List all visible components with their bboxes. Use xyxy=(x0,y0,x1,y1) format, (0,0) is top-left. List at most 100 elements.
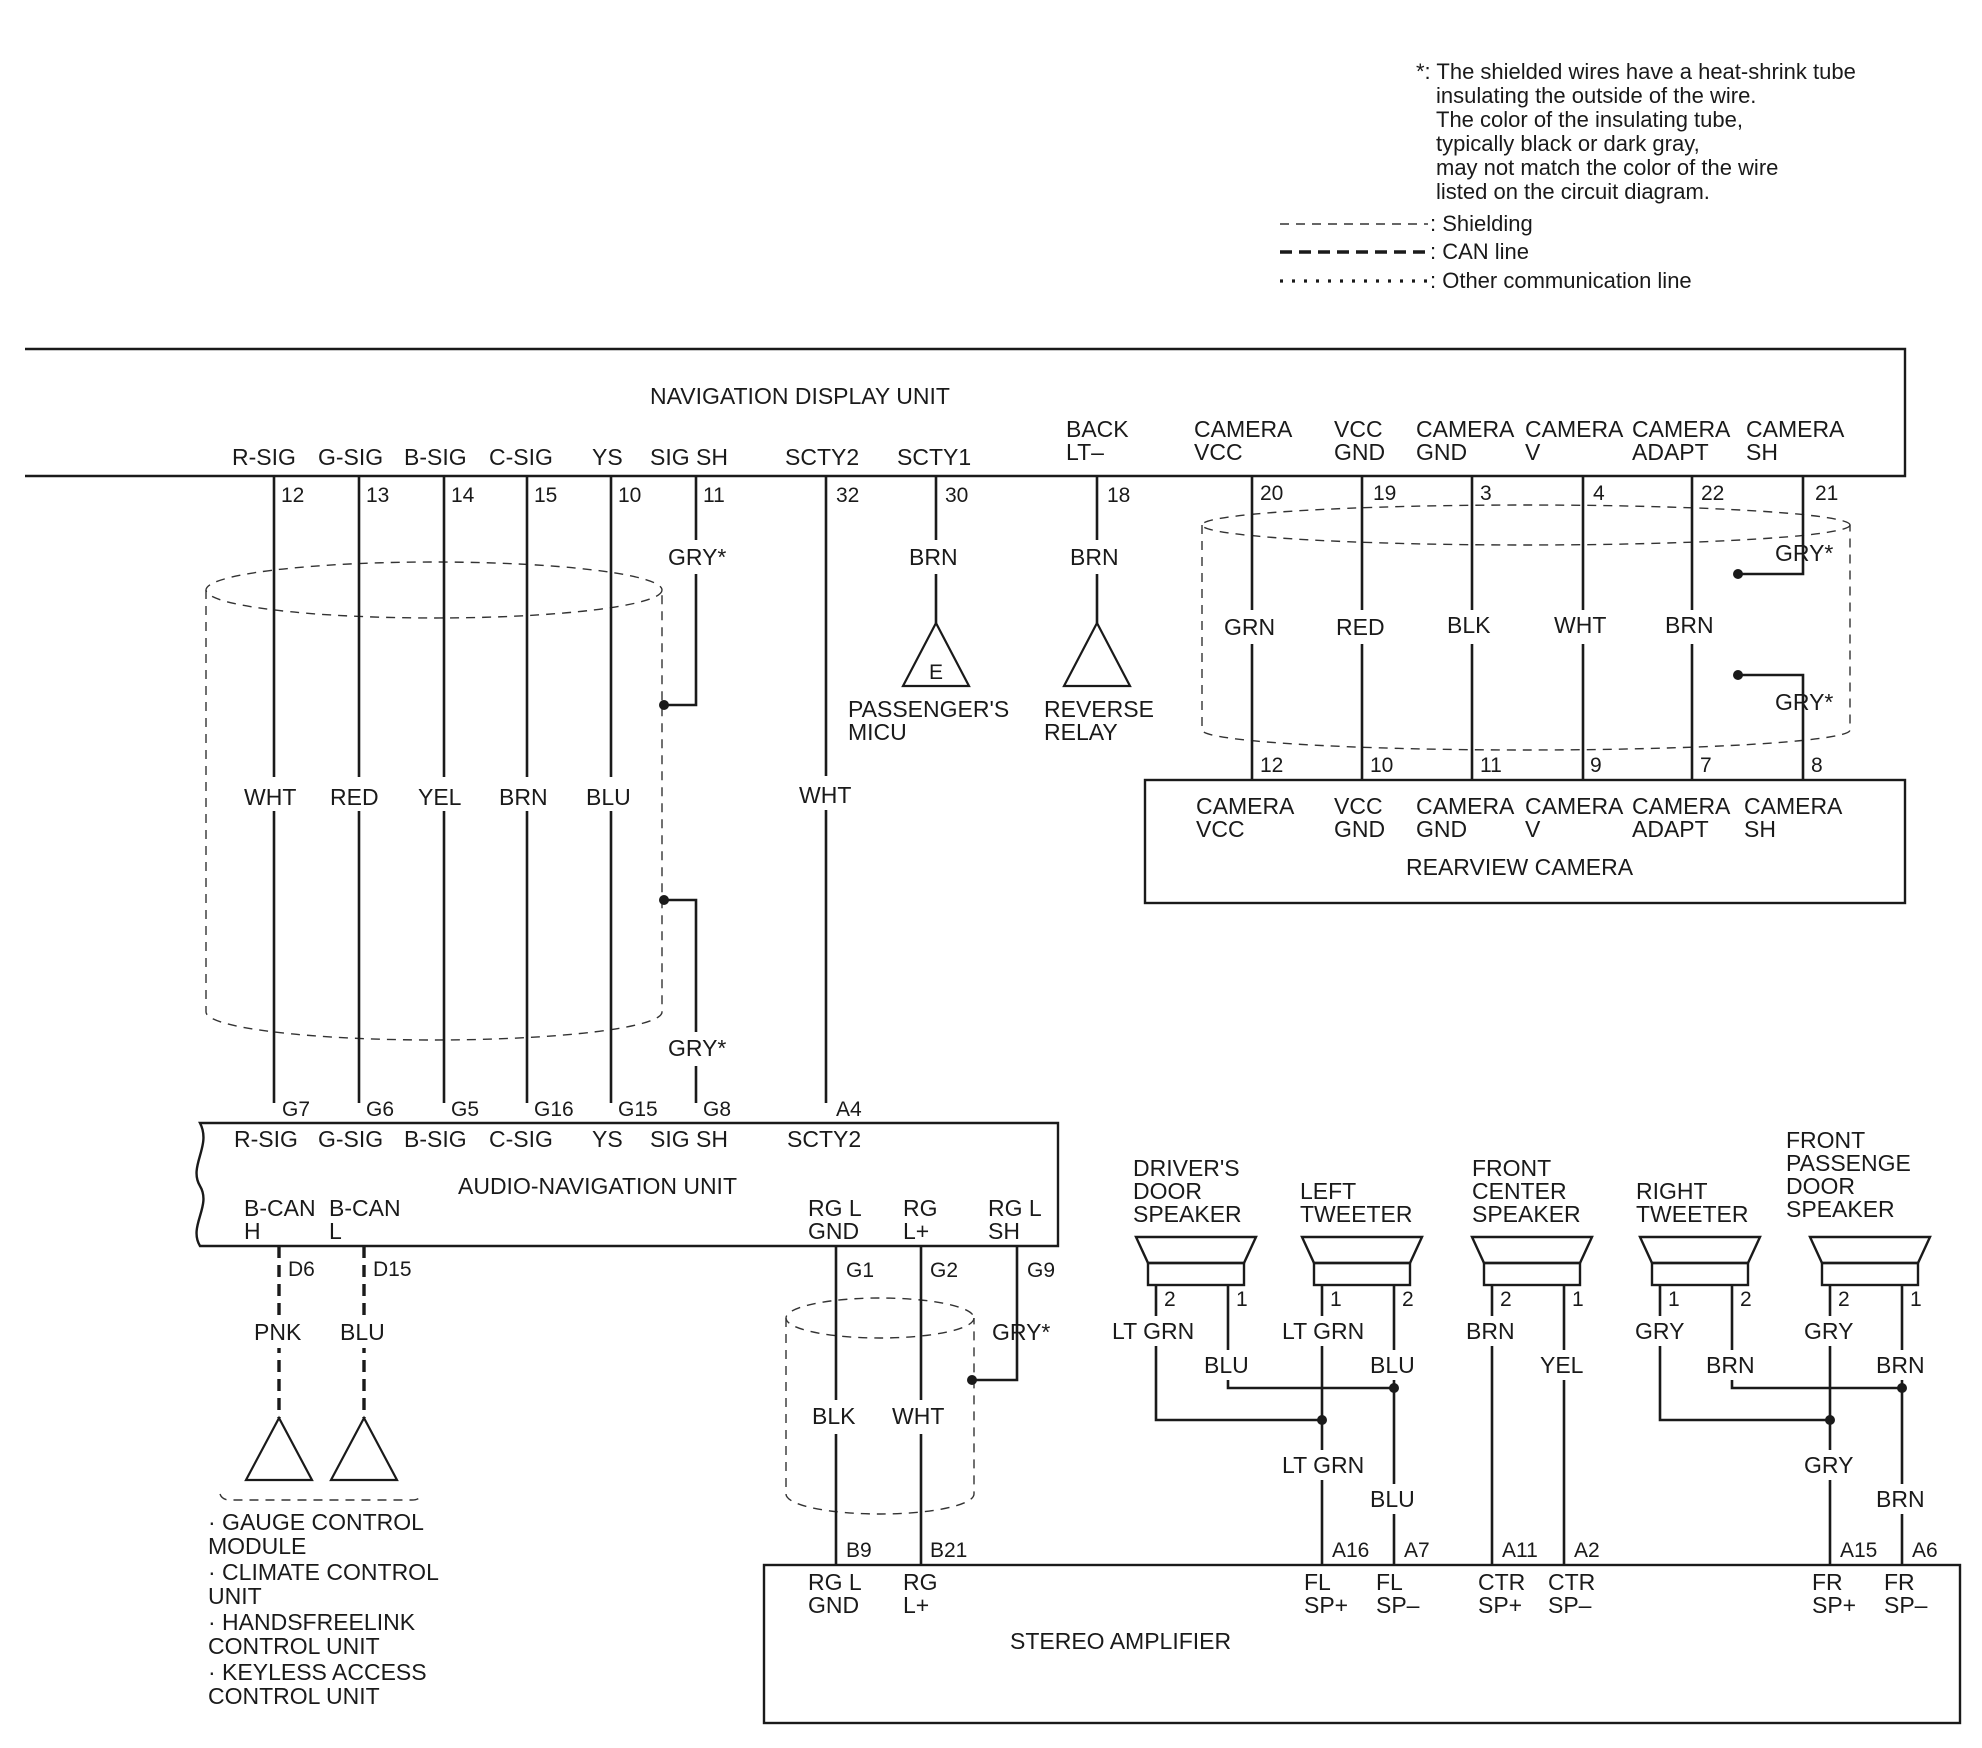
rgl-label: GND xyxy=(808,1218,859,1244)
nav-pin-number: 10 xyxy=(618,484,641,507)
speaker-label: DOOR xyxy=(1786,1173,1855,1199)
amp-pin-number: B9 xyxy=(846,1539,872,1562)
module-list-item: UNIT xyxy=(208,1583,262,1609)
rgl-shield-body xyxy=(785,1318,975,1515)
legend-note-line: *: The shielded wires have a heat-shrink… xyxy=(1416,59,1856,84)
rgl-pin-number: G9 xyxy=(1027,1259,1055,1282)
label-bg xyxy=(810,1400,866,1434)
camera-pin-number: 7 xyxy=(1700,754,1712,777)
nav-pin-number: 14 xyxy=(451,484,475,507)
speaker-label: DOOR xyxy=(1133,1178,1202,1204)
speaker-symbol xyxy=(1470,1235,1594,1265)
splice xyxy=(1825,1415,1835,1425)
security-and-backlight-wires: WHT BRN E PASSENGER'S MICU BRN REVERSE R… xyxy=(796,476,1154,1103)
label-bg xyxy=(1662,610,1724,644)
speaker-label: DRIVER'S xyxy=(1133,1155,1240,1181)
audio-nav-pin-number: G8 xyxy=(703,1098,731,1121)
wire-driver-minus xyxy=(1226,1285,1394,1390)
camera-terminal-label: CAMERA xyxy=(1416,793,1515,819)
shield-body xyxy=(205,590,663,1041)
nav-terminal-label: SIG SH xyxy=(650,444,728,470)
bcan-label: B-CAN xyxy=(244,1195,316,1221)
wire-color-label: BRN xyxy=(1070,544,1119,570)
label-bg xyxy=(1536,1350,1592,1380)
camera-pin-number: 8 xyxy=(1811,754,1823,777)
speaker-symbol xyxy=(1146,1261,1246,1287)
wire-sig-sh-upper xyxy=(664,476,698,707)
rearview-camera-title: REARVIEW CAMERA xyxy=(1406,854,1634,880)
nav-terminal-label: GND xyxy=(1416,439,1467,465)
camera-harness: GRN RED BLK WHT BRN GRY* GRY* xyxy=(1201,476,1851,780)
amp-pin-number: A6 xyxy=(1912,1539,1938,1562)
speaker-label: CENTER xyxy=(1472,1178,1567,1204)
label-bg xyxy=(1874,1350,1930,1380)
nav-terminal-label: CAMERA xyxy=(1746,416,1845,442)
speaker-label: PASSENGE xyxy=(1786,1150,1911,1176)
rearview-camera: 12 10 11 9 7 8 CAMERA VCC VCC GND CAMERA… xyxy=(1143,754,1907,905)
rgl-label: RG L xyxy=(808,1195,862,1221)
wire-color-label: GRY xyxy=(1635,1318,1684,1344)
shield-tap xyxy=(659,895,669,905)
label-bg xyxy=(251,1316,307,1348)
relay-symbol xyxy=(1062,620,1132,688)
legend-note: *: The shielded wires have a heat-shrink… xyxy=(1416,59,1856,204)
splice xyxy=(1389,1383,1399,1393)
wire-color-label: BRN xyxy=(909,544,958,570)
audio-nav-terminal-label: SIG SH xyxy=(650,1126,728,1152)
camera-terminal-label: V xyxy=(1525,816,1541,842)
nav-terminal-label: CAMERA xyxy=(1416,416,1515,442)
speaker-symbol xyxy=(1638,1235,1762,1265)
label-bg xyxy=(583,777,639,811)
wire-color-label: BRN xyxy=(1876,1352,1925,1378)
camera-terminal-label: SH xyxy=(1744,816,1776,842)
speaker-pin: 2 xyxy=(1838,1288,1850,1311)
camera-terminal-label: ADAPT xyxy=(1632,816,1709,842)
label-bg xyxy=(1632,1316,1688,1346)
wire-color-label: LT GRN xyxy=(1112,1318,1194,1344)
camera-pin-number: 10 xyxy=(1370,754,1393,777)
legend-shielding-label: : Shielding xyxy=(1430,211,1533,236)
label-bg xyxy=(1874,1484,1930,1514)
audio-nav-pin-number: A4 xyxy=(836,1098,862,1121)
nav-terminal-label: GND xyxy=(1334,439,1385,465)
audio-nav-terminal-label: YS xyxy=(592,1126,623,1152)
nav-pin-number: 20 xyxy=(1260,482,1283,505)
module-list-item: · HANDSFREELINK xyxy=(208,1609,416,1635)
wire-color-label: BRN xyxy=(1876,1486,1925,1512)
wire-color-label: RED xyxy=(1336,614,1385,640)
bcan-label: L xyxy=(329,1218,342,1244)
audio-nav-terminal-label: B-SIG xyxy=(404,1126,467,1152)
passenger-micu-label: PASSENGER'S xyxy=(848,696,1009,722)
amp-pin-number: A16 xyxy=(1332,1539,1369,1562)
rearview-camera-box xyxy=(1143,778,1907,905)
nav-terminal-label: C-SIG xyxy=(489,444,553,470)
audio-nav-pin-number: G16 xyxy=(534,1098,574,1121)
wire-color-label: RED xyxy=(330,784,379,810)
audio-nav-title: AUDIO-NAVIGATION UNIT xyxy=(458,1173,737,1199)
amp-pin-number: A15 xyxy=(1840,1539,1877,1562)
label-bg xyxy=(336,1316,392,1348)
wire-color-label: GRY* xyxy=(992,1319,1050,1345)
label-bg xyxy=(664,1032,736,1066)
camera-terminal-label: GND xyxy=(1334,816,1385,842)
wire-color-label: BRN xyxy=(1706,1352,1755,1378)
label-bg xyxy=(327,777,391,811)
nav-terminal-label: CAMERA xyxy=(1632,416,1731,442)
label-bg xyxy=(1332,610,1394,644)
speaker-pin: 2 xyxy=(1740,1288,1752,1311)
rgl-shield-top xyxy=(785,1297,975,1339)
speaker-pin: 1 xyxy=(1668,1288,1680,1311)
label-bg xyxy=(1067,540,1129,574)
wire-color-label: WHT xyxy=(799,782,851,808)
module-list-item: · GAUGE CONTROL xyxy=(208,1509,424,1535)
audio-nav-box xyxy=(195,1121,1060,1248)
nav-pin-number: 3 xyxy=(1480,482,1492,505)
label-bg xyxy=(1368,1484,1424,1514)
bcan-pin-number: D15 xyxy=(373,1258,412,1281)
label-bg xyxy=(1368,1350,1424,1380)
module-list-item: MODULE xyxy=(208,1533,306,1559)
camera-terminal-label: CAMERA xyxy=(1525,793,1624,819)
video-harness: WHT RED YEL BRN BLU GRY* GRY* xyxy=(205,476,736,1103)
legend-other-label: : Other communication line xyxy=(1430,268,1692,293)
wire-color-label: LT GRN xyxy=(1282,1452,1364,1478)
